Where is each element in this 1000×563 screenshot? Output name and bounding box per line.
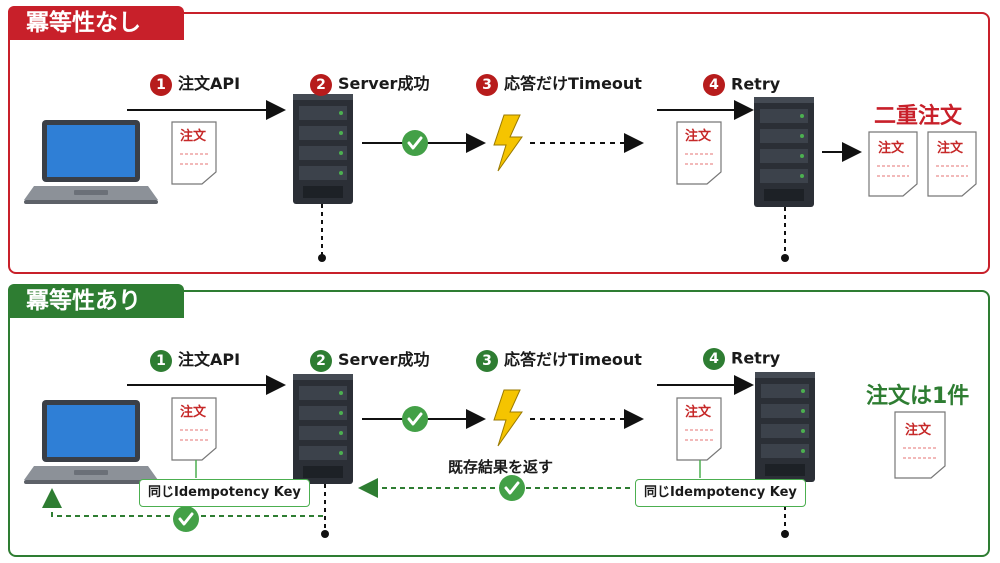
server-icon-b (293, 374, 353, 484)
return-existing-label: 既存結果を返す (448, 458, 554, 476)
svg-text:注文: 注文 (685, 404, 712, 420)
result-duplicate: 二重注文 (874, 104, 963, 129)
svg-text:注文: 注文 (180, 404, 207, 420)
svg-text:注文: 注文 (905, 422, 932, 438)
laptop-icon (24, 120, 158, 204)
order-document-b: 注文 (171, 397, 217, 461)
server-icon (293, 94, 353, 204)
server-icon-retry-b (755, 372, 815, 482)
panel-title-with: 冪等性あり (8, 284, 184, 318)
result-single: 注文は1件 (866, 384, 970, 409)
idempotency-key-label-retry: 同じIdempotency Key (635, 479, 806, 507)
lightning-icon (493, 114, 523, 172)
server-icon-retry (754, 97, 814, 207)
order-document-retry-b: 注文 (676, 397, 722, 461)
check-icon-b (400, 404, 430, 434)
svg-text:注文: 注文 (878, 140, 905, 156)
svg-text:注文: 注文 (180, 128, 207, 144)
check-icon (400, 128, 430, 158)
laptop-icon-b (24, 400, 158, 484)
duplicate-document-2: 注文 (927, 131, 977, 197)
order-document: 注文 (171, 121, 217, 185)
single-order-document: 注文 (894, 411, 946, 479)
svg-text:注文: 注文 (937, 140, 964, 156)
svg-text:注文: 注文 (685, 128, 712, 144)
client-return-arrow (42, 488, 323, 517)
idempotency-key-label: 同じIdempotency Key (139, 479, 310, 507)
order-document-retry: 注文 (676, 121, 722, 185)
panel-title-without: 冪等性なし (8, 6, 184, 40)
check-icon-return (497, 473, 527, 503)
check-icon-client (171, 504, 201, 534)
duplicate-document-1: 注文 (868, 131, 918, 197)
lightning-icon-b (493, 389, 523, 447)
